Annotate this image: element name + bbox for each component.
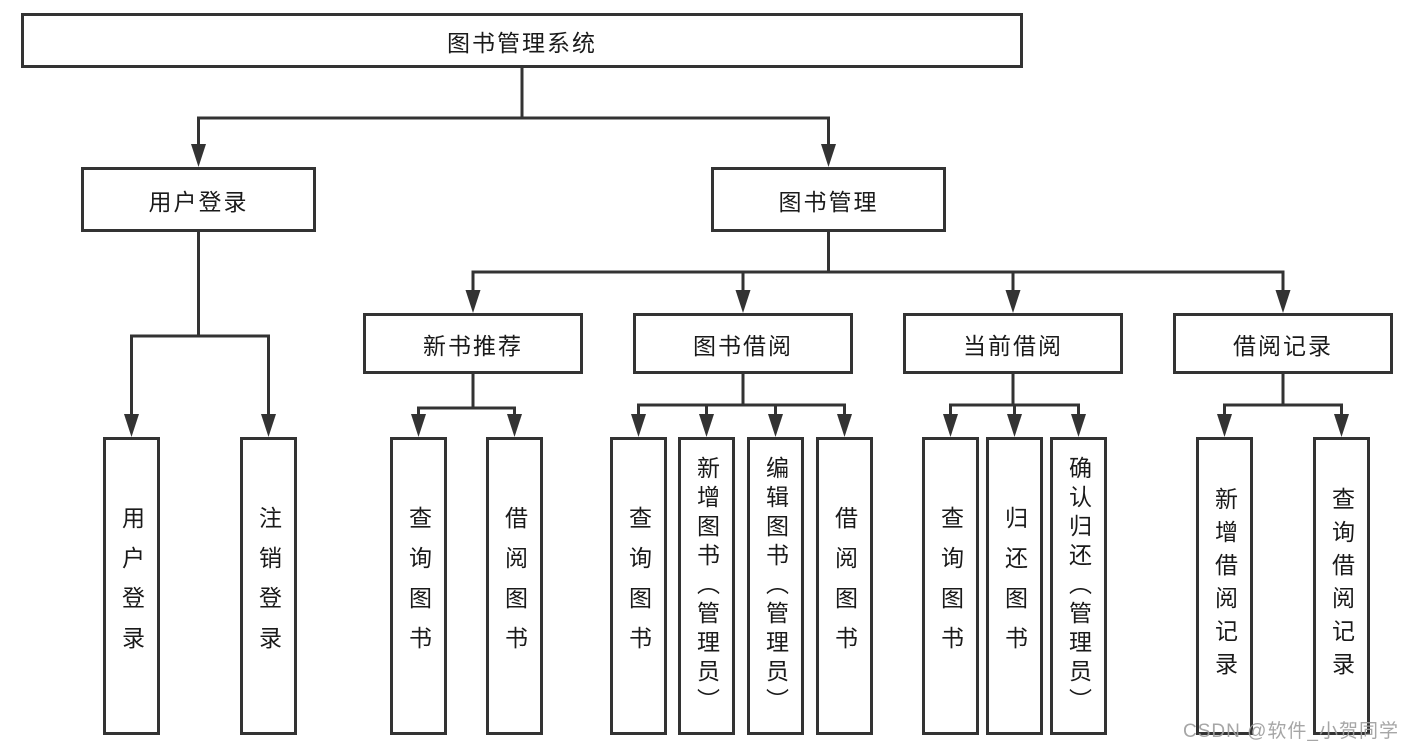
node-label: 用户登录 bbox=[148, 188, 249, 215]
leaf-borrow-books-recommend: 借阅图书 bbox=[486, 437, 543, 735]
node-label: 借阅记录 bbox=[1233, 332, 1333, 359]
leaf-label: 查询借阅记录 bbox=[1328, 487, 1355, 685]
node-book-management: 图书管理 bbox=[711, 167, 946, 232]
leaf-label: 确认归还（管理员） bbox=[1065, 455, 1092, 717]
csdn-watermark: CSDN @软件_小贺同学 bbox=[1183, 721, 1399, 742]
leaf-edit-books-admin: 编辑图书（管理员） bbox=[747, 437, 804, 735]
node-borrow-records: 借阅记录 bbox=[1173, 313, 1393, 374]
node-book-borrow: 图书借阅 bbox=[633, 313, 853, 374]
leaf-confirm-return-admin: 确认归还（管理员） bbox=[1050, 437, 1107, 735]
leaf-label: 借阅图书 bbox=[831, 506, 858, 666]
leaf-label: 查询图书 bbox=[405, 506, 432, 666]
leaf-add-borrow-record: 新增借阅记录 bbox=[1196, 437, 1253, 735]
node-label: 新书推荐 bbox=[423, 332, 523, 359]
node-current-borrow: 当前借阅 bbox=[903, 313, 1123, 374]
leaf-label: 归还图书 bbox=[1001, 506, 1028, 666]
leaf-user-login: 用户登录 bbox=[103, 437, 160, 735]
leaf-label: 借阅图书 bbox=[501, 506, 528, 666]
leaf-logout: 注销登录 bbox=[240, 437, 297, 735]
node-label: 图书管理 bbox=[778, 188, 879, 215]
node-user-login: 用户登录 bbox=[81, 167, 316, 232]
leaf-query-books-recommend: 查询图书 bbox=[390, 437, 447, 735]
leaf-label: 查询图书 bbox=[625, 506, 652, 666]
leaf-label: 注销登录 bbox=[255, 506, 282, 666]
node-library-management-system: 图书管理系统 bbox=[21, 13, 1023, 68]
leaf-label: 编辑图书（管理员） bbox=[762, 455, 789, 717]
leaf-return-books: 归还图书 bbox=[986, 437, 1043, 735]
node-label: 图书借阅 bbox=[693, 332, 793, 359]
leaf-query-books-current: 查询图书 bbox=[922, 437, 979, 735]
node-label: 当前借阅 bbox=[963, 332, 1063, 359]
node-new-book-recommend: 新书推荐 bbox=[363, 313, 583, 374]
leaf-borrow-books: 借阅图书 bbox=[816, 437, 873, 735]
leaf-label: 新增图书（管理员） bbox=[693, 455, 720, 717]
leaf-add-books-admin: 新增图书（管理员） bbox=[678, 437, 735, 735]
node-label: 图书管理系统 bbox=[447, 29, 597, 56]
leaf-query-borrow-record: 查询借阅记录 bbox=[1313, 437, 1370, 735]
leaf-label: 新增借阅记录 bbox=[1211, 487, 1238, 685]
leaf-label: 查询图书 bbox=[937, 506, 964, 666]
leaf-query-books-borrow: 查询图书 bbox=[610, 437, 667, 735]
leaf-label: 用户登录 bbox=[118, 506, 145, 666]
